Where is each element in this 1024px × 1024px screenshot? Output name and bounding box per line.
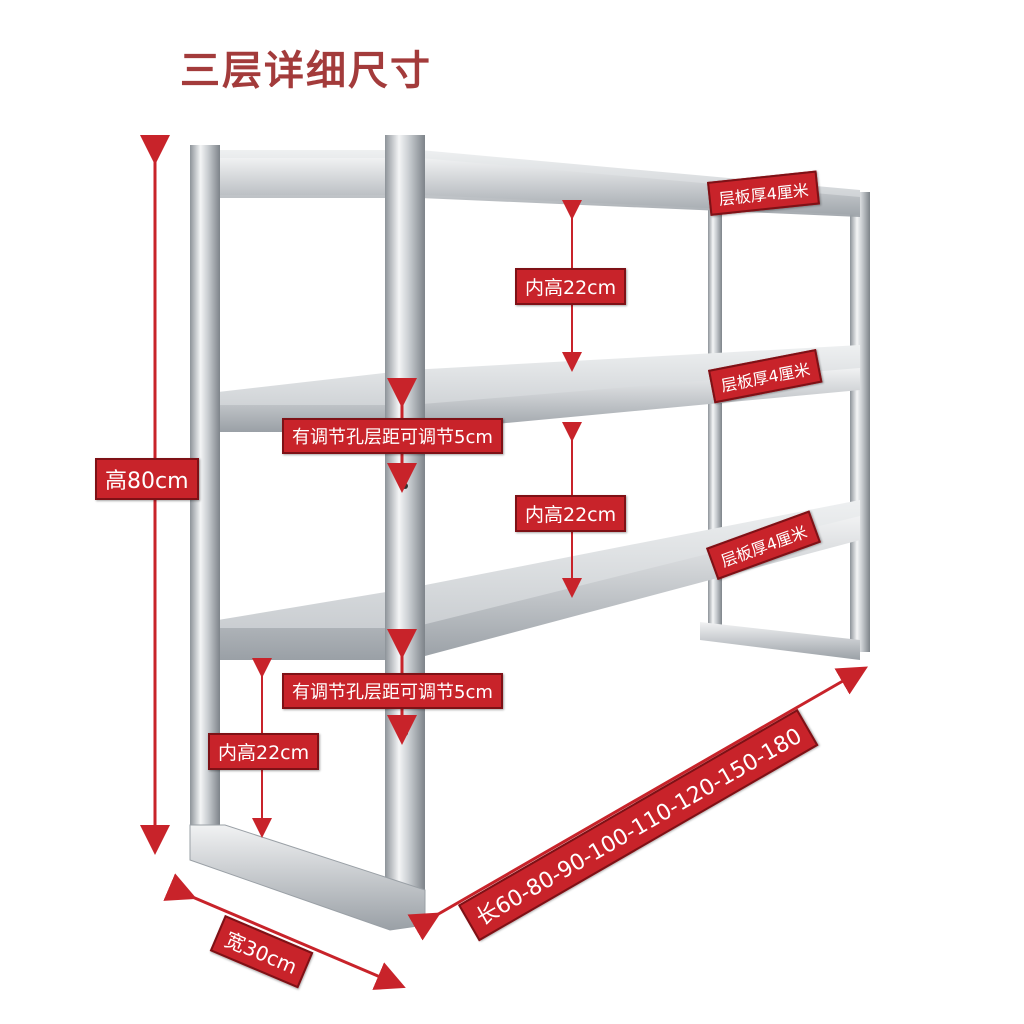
adjust-hole-label-upper: 有调节孔层距可调节5cm [282,418,503,454]
width-arrow [163,873,406,990]
length-arrow [407,666,868,941]
back-right-post [850,192,870,652]
front-right-post [385,135,425,905]
adjust-hole-label-lower: 有调节孔层距可调节5cm [282,673,503,709]
back-left-post [708,210,722,630]
adjust-hole [402,730,408,736]
adjust-hole [402,635,408,641]
top-shelf-front [210,158,860,217]
bottom-shelf-front [218,516,860,660]
adjust-hole [402,385,408,391]
page-title: 三层详细尺寸 [180,48,432,94]
inner-height-label-bottom: 内高22cm [208,733,320,770]
inner-height-label-middle: 内高22cm [515,495,627,532]
adjust-hole [402,483,408,489]
middle-shelf-front [218,368,860,432]
back-foot-rail [700,622,860,660]
bottom-shelf-surface [218,500,860,650]
inner-height-label-top: 内高22cm [515,268,627,305]
total-height-label: 高80cm [95,458,199,500]
